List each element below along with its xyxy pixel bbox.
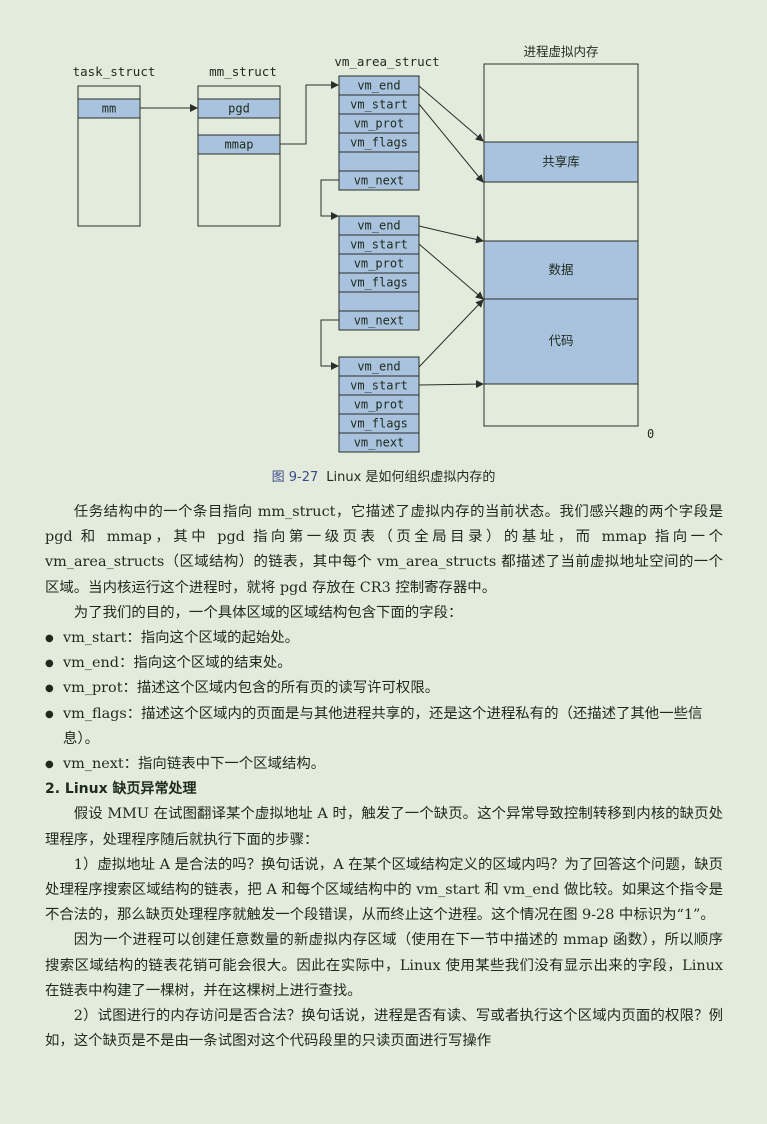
vma2-vm-start: vm_start (350, 238, 408, 252)
paragraph-6: 2）试图进行的内存访问是否合法？换句话说，进程是否有读、写或者执行这个区域内页面… (45, 1008, 723, 1050)
section-subheading: 2. Linux 缺页异常处理 (45, 781, 197, 798)
vma3-vm-flags: vm_flags (350, 417, 408, 431)
paragraph-4: 1）虚拟地址 A 是合法的吗？换句话说，A 在某个区域结构定义的区域内吗？为了回… (45, 856, 723, 924)
paragraph-2: 为了我们的目的，一个具体区域的区域结构包含下面的字段： (73, 604, 463, 621)
body-text: 任务结构中的一个条目指向 mm_struct，它描述了虚拟内存的当前状态。我们感… (45, 500, 723, 1054)
paragraph-3: 假设 MMU 在试图翻译某个虚拟地址 A 时，触发了一个缺页。这个异常导致控制转… (45, 806, 723, 848)
vma1-vm-start: vm_start (350, 98, 408, 112)
vm-area-struct-3: vm_end vm_start vm_prot vm_flags vm_next (338, 356, 420, 453)
list-item: vm_start：指向这个区域的起始处。 (45, 626, 723, 651)
mm-struct-heading: mm_struct (209, 64, 277, 79)
figure-number: 图 9-27 (271, 470, 319, 485)
vm-organization-diagram: task_struct mm_struct vm_area_struct 进程虚… (73, 44, 654, 453)
vma3-vm-start: vm_start (350, 379, 408, 393)
process-virtual-memory: 共享库 数据 代码 0 (483, 63, 654, 441)
vm-area-struct-1: vm_end vm_start vm_prot vm_flags vm_next (338, 75, 420, 191)
figure-caption: 图 9-27 Linux 是如何组织虚拟内存的 (0, 466, 767, 485)
process-vm-heading: 进程虚拟内存 (523, 44, 598, 59)
task-struct: mm (77, 85, 141, 227)
region-code: 代码 (548, 333, 573, 348)
mm-struct: pgd mmap (197, 85, 281, 227)
vm-area-struct-heading: vm_area_struct (334, 54, 439, 69)
vm-area-struct-2: vm_end vm_start vm_prot vm_flags vm_next (338, 215, 420, 331)
task-struct-heading: task_struct (73, 64, 156, 79)
vma2-vm-next: vm_next (354, 314, 405, 328)
vma3-vm-next: vm_next (354, 436, 405, 450)
list-item: vm_flags：描述这个区域内的页面是与其他进程共享的，还是这个进程私有的（还… (45, 702, 723, 752)
list-item: vm_prot：描述这个区域内包含的所有页的读写许可权限。 (45, 676, 723, 701)
pointer-arrows (140, 81, 484, 389)
address-zero: 0 (647, 427, 654, 441)
vma3-vm-end: vm_end (357, 360, 400, 374)
vma1-vm-end: vm_end (357, 79, 400, 93)
region-shared-lib: 共享库 (542, 154, 580, 169)
vma2-vm-end: vm_end (357, 219, 400, 233)
list-item: vm_end：指向这个区域的结束处。 (45, 651, 723, 676)
mm-field-mmap: mmap (225, 138, 254, 152)
vma2-vm-flags: vm_flags (350, 276, 408, 290)
vma3-vm-prot: vm_prot (354, 398, 405, 412)
field-list: vm_start：指向这个区域的起始处。 vm_end：指向这个区域的结束处。 … (45, 626, 723, 777)
region-data: 数据 (548, 262, 573, 277)
vma1-vm-flags: vm_flags (350, 136, 408, 150)
paragraph-1: 任务结构中的一个条目指向 mm_struct，它描述了虚拟内存的当前状态。我们感… (45, 504, 723, 596)
task-field-mm: mm (102, 102, 116, 116)
vma1-vm-next: vm_next (354, 174, 405, 188)
paragraph-5: 因为一个进程可以创建任意数量的新虚拟内存区域（使用在下一节中描述的 mmap 函… (45, 932, 723, 999)
vma1-vm-prot: vm_prot (354, 117, 405, 131)
list-item: vm_next：指向链表中下一个区域结构。 (45, 752, 723, 777)
figure-caption-text: Linux 是如何组织虚拟内存的 (326, 470, 496, 485)
vma2-vm-prot: vm_prot (354, 257, 405, 271)
mm-field-pgd: pgd (228, 102, 250, 116)
